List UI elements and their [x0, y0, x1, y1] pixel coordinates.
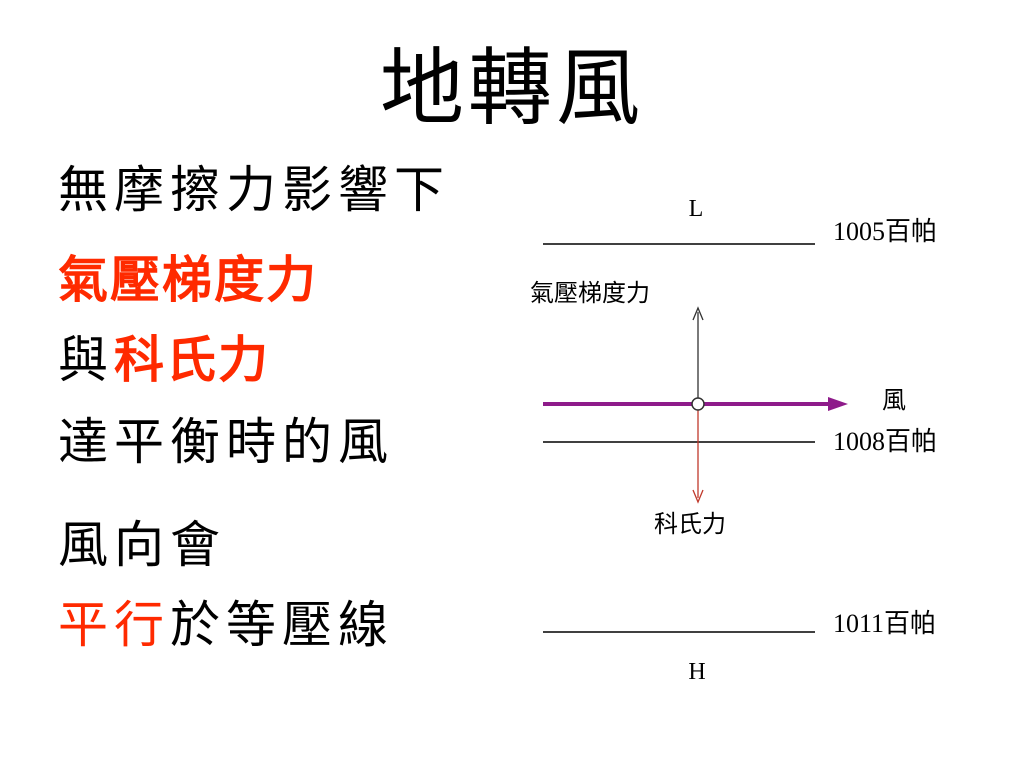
- coriolis-arrowhead: [692, 489, 704, 504]
- text-isobar-suffix: 於等壓線: [170, 596, 394, 654]
- text-and: 與: [58, 331, 114, 389]
- text-line-parallel: 平行於等壓線: [58, 595, 394, 655]
- high-pressure-label: H: [688, 659, 705, 685]
- text-coriolis-highlight: 科氏力: [114, 330, 270, 389]
- isobar-1011-label: 1011百帕: [833, 609, 936, 638]
- slide-title: 地轉風: [379, 39, 644, 137]
- text-line-pressure-gradient: 氣壓梯度力: [58, 250, 318, 309]
- text-line-frictionless: 無摩擦力影響下: [58, 161, 450, 219]
- text-line-wind-direction: 風向會: [58, 516, 226, 574]
- wind-label: 風: [882, 388, 906, 414]
- low-pressure-label: L: [689, 196, 704, 222]
- air-parcel-point: [691, 397, 705, 411]
- isobar-1008-label: 1008百帕: [833, 427, 937, 456]
- text-line-balance: 達平衡時的風: [58, 413, 394, 471]
- isobar-1005-label: 1005百帕: [833, 217, 937, 246]
- pressure-gradient-arrowhead: [692, 306, 704, 321]
- wind-arrowhead: [828, 397, 848, 411]
- text-line-coriolis: 與科氏力: [58, 330, 270, 390]
- pressure-gradient-label: 氣壓梯度力: [530, 280, 650, 307]
- text-parallel-highlight: 平行: [58, 596, 170, 654]
- coriolis-label: 科氏力: [654, 511, 726, 538]
